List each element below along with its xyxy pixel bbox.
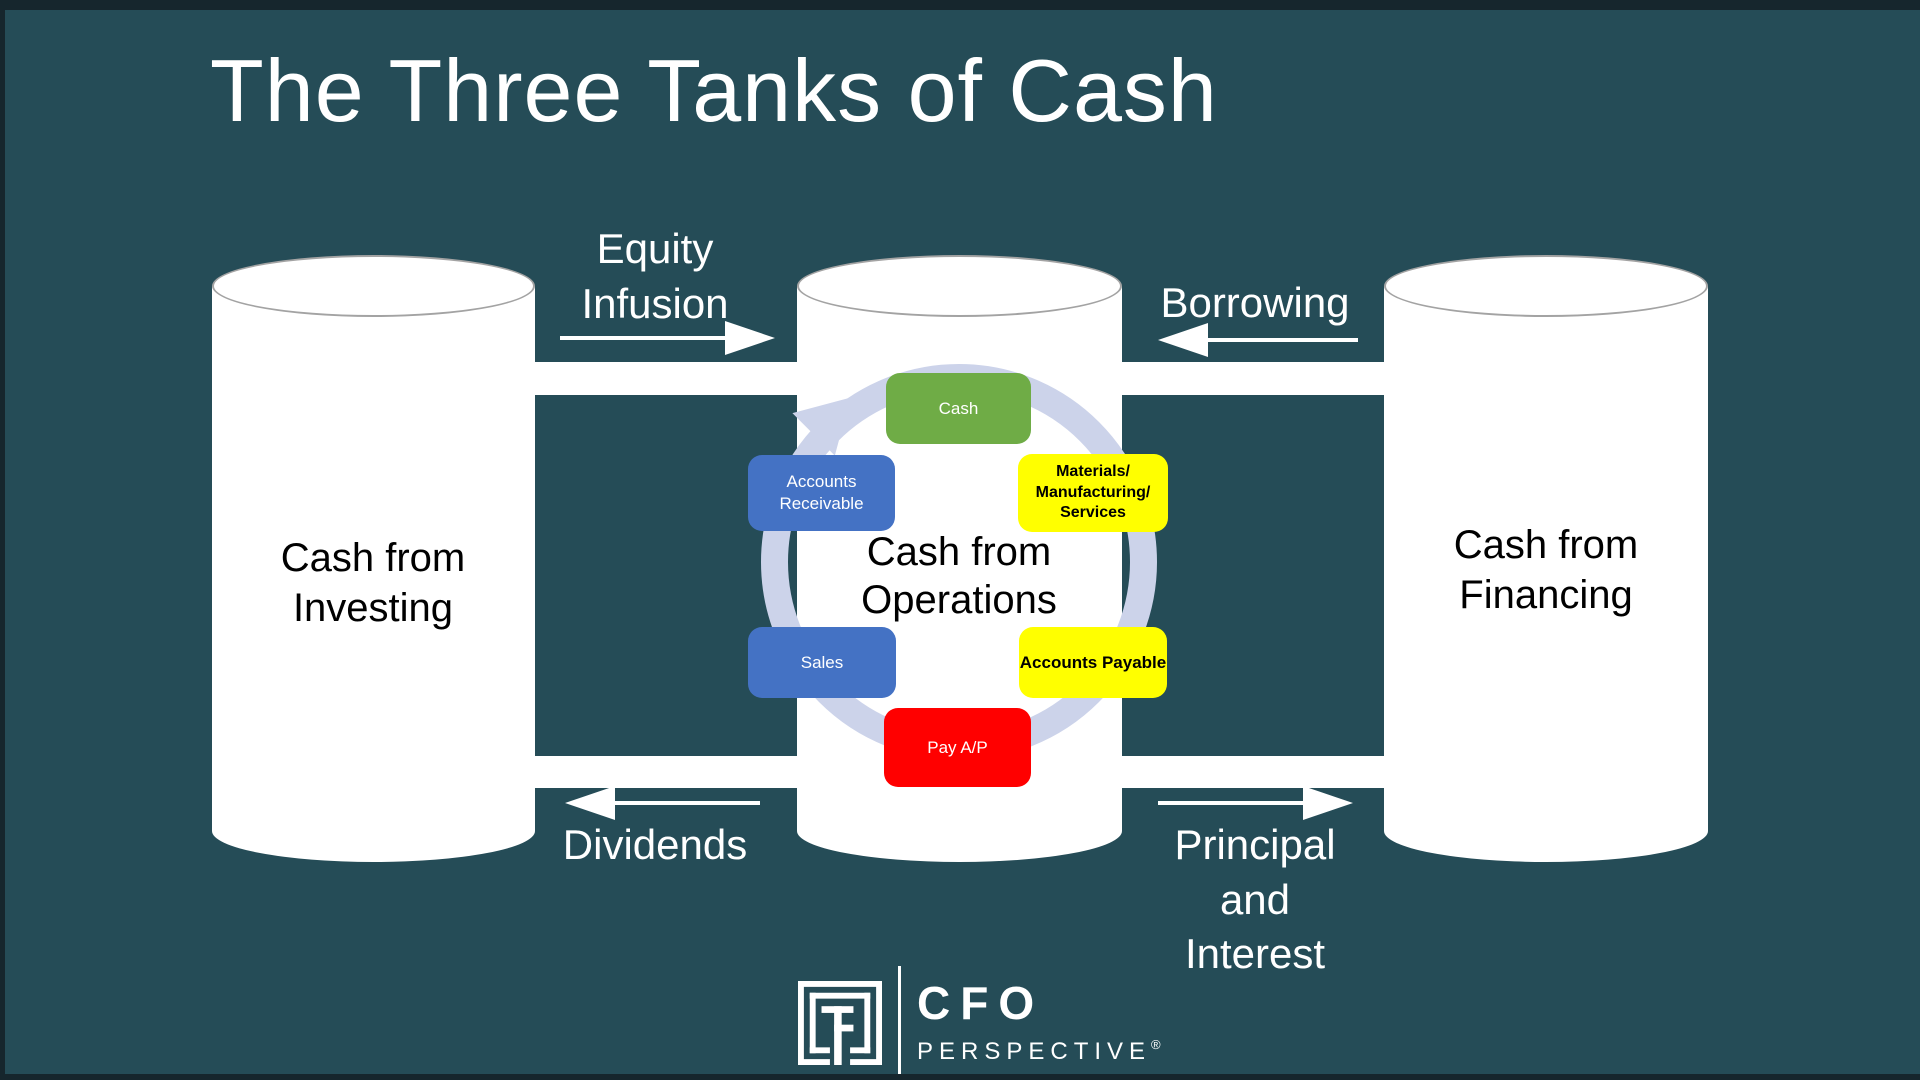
logo-wordmark: CFO PERSPECTIVE® [917,977,1161,1065]
registered-trademark-symbol: ® [1151,1037,1161,1052]
flow-principal-interest-label: Principal and Interest [1174,821,1336,978]
tank-investing-top-ellipse [212,255,535,317]
left-border [0,0,5,1080]
cfo-perspective-logo: CFO PERSPECTIVE® [798,966,1161,1075]
tank-investing-bottom-ellipse [212,800,535,862]
principal-interest-right-arrow-icon [1158,786,1353,820]
tank-financing-body [1384,286,1708,831]
cycle-step-sales: Sales [748,627,896,698]
tank-investing-body [212,286,535,831]
page-title: The Three Tanks of Cash [210,41,1218,140]
tank-operations-bottom-ellipse [797,800,1122,862]
cycle-step-accounts-receivable: Accounts Receivable [748,455,895,531]
top-border [0,0,1920,10]
bottom-border [0,1074,1920,1080]
borrowing-left-arrow-icon [1158,323,1358,357]
flow-equity-infusion-label: Equity Infusion [581,225,729,327]
cycle-step-pay-ap: Pay A/P [884,708,1031,787]
tank-operations-label: Cash from Operations [861,530,1057,622]
tank-investing-label: Cash from Investing [280,536,466,630]
flow-borrowing-label: Borrowing [1160,279,1350,326]
tank-financing-top-ellipse [1384,255,1708,317]
cycle-step-materials: Materials/ Manufacturing/ Services [1018,454,1168,532]
cycle-step-accounts-payable: Accounts Payable [1019,627,1167,698]
equity-infusion-right-arrow-icon [560,321,775,355]
cycle-step-cash: Cash [886,373,1031,444]
flow-dividends-label: Dividends [562,821,748,868]
tank-operations-top-ellipse [797,255,1122,317]
dividends-left-arrow-icon [565,786,760,820]
cfo-logo-mark-icon [798,981,882,1065]
tank-financing-bottom-ellipse [1384,800,1708,862]
tank-financing-label: Cash from Financing [1453,523,1639,617]
logo-divider [898,966,901,1075]
